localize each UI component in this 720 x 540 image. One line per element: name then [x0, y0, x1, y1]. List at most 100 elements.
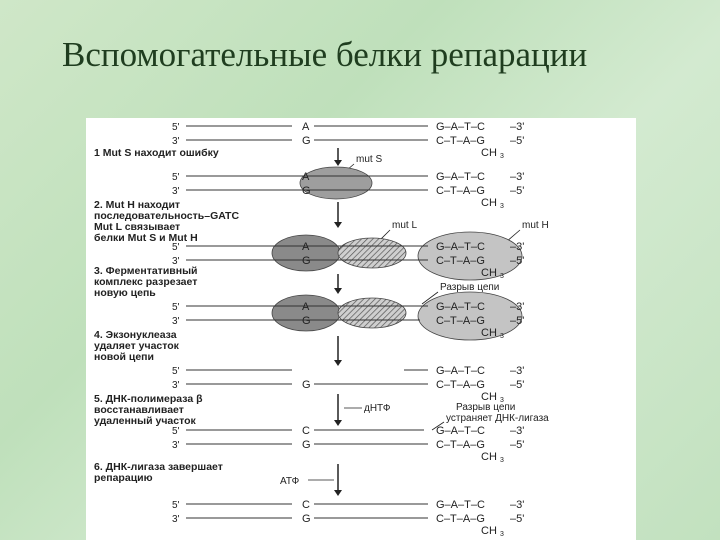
- svg-text:A: A: [302, 301, 310, 313]
- svg-text:CH: CH: [481, 451, 497, 463]
- svg-text:5': 5': [172, 302, 180, 313]
- dna-repair-figure: 5' 3' A G G–A–T–C C–T–A–G –3' –5' CH 3 1…: [86, 118, 636, 540]
- svg-text:–5': –5': [510, 439, 524, 451]
- svg-text:G: G: [302, 379, 311, 391]
- step-2-label-1: 2. Mut H находит: [94, 199, 180, 211]
- dna-row-2: 5' 3' A G G–A–T–C C–T–A–G –3' –5' CH 3: [172, 231, 524, 281]
- svg-text:CH: CH: [481, 267, 497, 279]
- svg-text:C: C: [302, 425, 310, 437]
- svg-text:CH: CH: [481, 197, 497, 209]
- svg-text:G–A–T–C: G–A–T–C: [436, 241, 485, 253]
- mut-h-label: mut H: [522, 220, 549, 231]
- svg-text:3: 3: [500, 397, 504, 404]
- svg-text:A: A: [302, 171, 310, 183]
- svg-text:–3': –3': [510, 499, 524, 511]
- svg-text:3: 3: [500, 531, 504, 538]
- svg-text:–3': –3': [510, 241, 524, 253]
- ligase-note-2: устраняет ДНК-лигаза: [446, 413, 549, 424]
- svg-text:комплекс разрезает: комплекс разрезает: [94, 276, 197, 288]
- dna-row-5: 5' 3' C G G–A–T–C C–T–A–G –3' –5' CH 3: [172, 425, 524, 464]
- step-1-label: 1 Mut S находит ошибку: [94, 147, 219, 159]
- svg-text:3: 3: [500, 203, 504, 210]
- svg-text:3: 3: [500, 457, 504, 464]
- svg-text:G–A–T–C: G–A–T–C: [436, 171, 485, 183]
- svg-text:C–T–A–G: C–T–A–G: [436, 315, 485, 327]
- svg-text:CH: CH: [481, 327, 497, 339]
- svg-text:3': 3': [172, 514, 180, 525]
- svg-text:–3': –3': [510, 425, 524, 437]
- step-6-label-1: 6. ДНК-лигаза завершает: [94, 461, 223, 473]
- mut-l-label: mut L: [392, 220, 417, 231]
- svg-text:5': 5': [172, 172, 180, 183]
- svg-text:G–A–T–C: G–A–T–C: [436, 499, 485, 511]
- svg-text:G–A–T–C: G–A–T–C: [436, 425, 485, 437]
- svg-text:–5': –5': [510, 185, 524, 197]
- svg-text:–3': –3': [510, 121, 524, 133]
- mut-s-label: mut S: [356, 154, 382, 165]
- svg-text:новую цепь: новую цепь: [94, 287, 156, 299]
- svg-text:C–T–A–G: C–T–A–G: [436, 255, 485, 267]
- svg-text:5': 5': [172, 242, 180, 253]
- methyl-label: CH: [481, 147, 497, 159]
- dna-row-6: 5' 3' C G G–A–T–C C–T–A–G –3' –5' CH 3: [172, 499, 524, 538]
- svg-text:C–T–A–G: C–T–A–G: [436, 379, 485, 391]
- svg-text:G: G: [302, 185, 311, 197]
- svg-text:5': 5': [172, 426, 180, 437]
- svg-text:5': 5': [172, 500, 180, 511]
- svg-text:CH: CH: [481, 525, 497, 537]
- svg-text:репарацию: репарацию: [94, 472, 153, 484]
- slide-title: Вспомогательные белки репарации: [62, 35, 588, 74]
- seq-top: G–A–T–C: [436, 121, 485, 133]
- svg-text:–3': –3': [510, 365, 524, 377]
- seq-bottom: C–T–A–G: [436, 135, 485, 147]
- svg-text:–5': –5': [510, 255, 524, 267]
- atp-label: АТФ: [280, 476, 300, 487]
- svg-text:–5': –5': [510, 135, 524, 147]
- strand-break-label: Разрыв цепи: [440, 282, 499, 293]
- svg-text:CH: CH: [481, 391, 497, 403]
- svg-text:G: G: [302, 255, 311, 267]
- dna-row-3: 5' 3' A G G–A–T–C C–T–A–G –3' –5' CH 3: [172, 291, 524, 341]
- svg-text:Mut L связывает: Mut L связывает: [94, 221, 180, 233]
- ligase-note-1: Разрыв цепи: [456, 402, 515, 413]
- dna-row-0: 5' 3' A G G–A–T–C C–T–A–G –3' –5' CH 3: [172, 121, 524, 160]
- strand-5-label: 5': [172, 122, 180, 133]
- base-a: A: [302, 121, 310, 133]
- dna-row-1: 5' 3' A G G–A–T–C C–T–A–G –3' –5' CH 3: [172, 166, 524, 210]
- step-4-label-1: 4. Экзонуклеаза: [94, 329, 177, 341]
- svg-text:G–A–T–C: G–A–T–C: [436, 301, 485, 313]
- dntp-label: дНТФ: [364, 403, 391, 414]
- step-3-label-1: 3. Ферментативный: [94, 265, 198, 277]
- base-g: G: [302, 135, 311, 147]
- svg-text:3: 3: [500, 333, 504, 340]
- svg-text:3': 3': [172, 316, 180, 327]
- svg-text:–5': –5': [510, 379, 524, 391]
- svg-text:3': 3': [172, 380, 180, 391]
- svg-text:новой цепи: новой цепи: [94, 351, 154, 363]
- svg-text:C–T–A–G: C–T–A–G: [436, 185, 485, 197]
- mut-s-protein: [299, 166, 373, 200]
- svg-text:белки Mut S и Mut H: белки Mut S и Mut H: [94, 232, 198, 244]
- svg-text:3': 3': [172, 440, 180, 451]
- svg-text:удаляет участок: удаляет участок: [94, 340, 180, 352]
- svg-text:3': 3': [172, 256, 180, 267]
- svg-text:3': 3': [172, 186, 180, 197]
- svg-text:C–T–A–G: C–T–A–G: [436, 439, 485, 451]
- svg-text:3: 3: [500, 273, 504, 280]
- strand-3-label: 3': [172, 136, 180, 147]
- svg-text:G: G: [302, 513, 311, 525]
- svg-text:–5': –5': [510, 513, 524, 525]
- svg-text:–3': –3': [510, 171, 524, 183]
- svg-text:G–A–T–C: G–A–T–C: [436, 365, 485, 377]
- svg-text:G: G: [302, 439, 311, 451]
- svg-text:–5': –5': [510, 315, 524, 327]
- svg-text:A: A: [302, 241, 310, 253]
- svg-text:3: 3: [500, 153, 504, 160]
- svg-text:C: C: [302, 499, 310, 511]
- svg-text:последовательность–GATC: последовательность–GATC: [94, 210, 239, 222]
- svg-text:C–T–A–G: C–T–A–G: [436, 513, 485, 525]
- svg-text:восстанавливает: восстанавливает: [94, 404, 184, 416]
- step-5-label-1: 5. ДНК-полимераза β: [94, 393, 203, 405]
- svg-text:5': 5': [172, 366, 180, 377]
- svg-text:–3': –3': [510, 301, 524, 313]
